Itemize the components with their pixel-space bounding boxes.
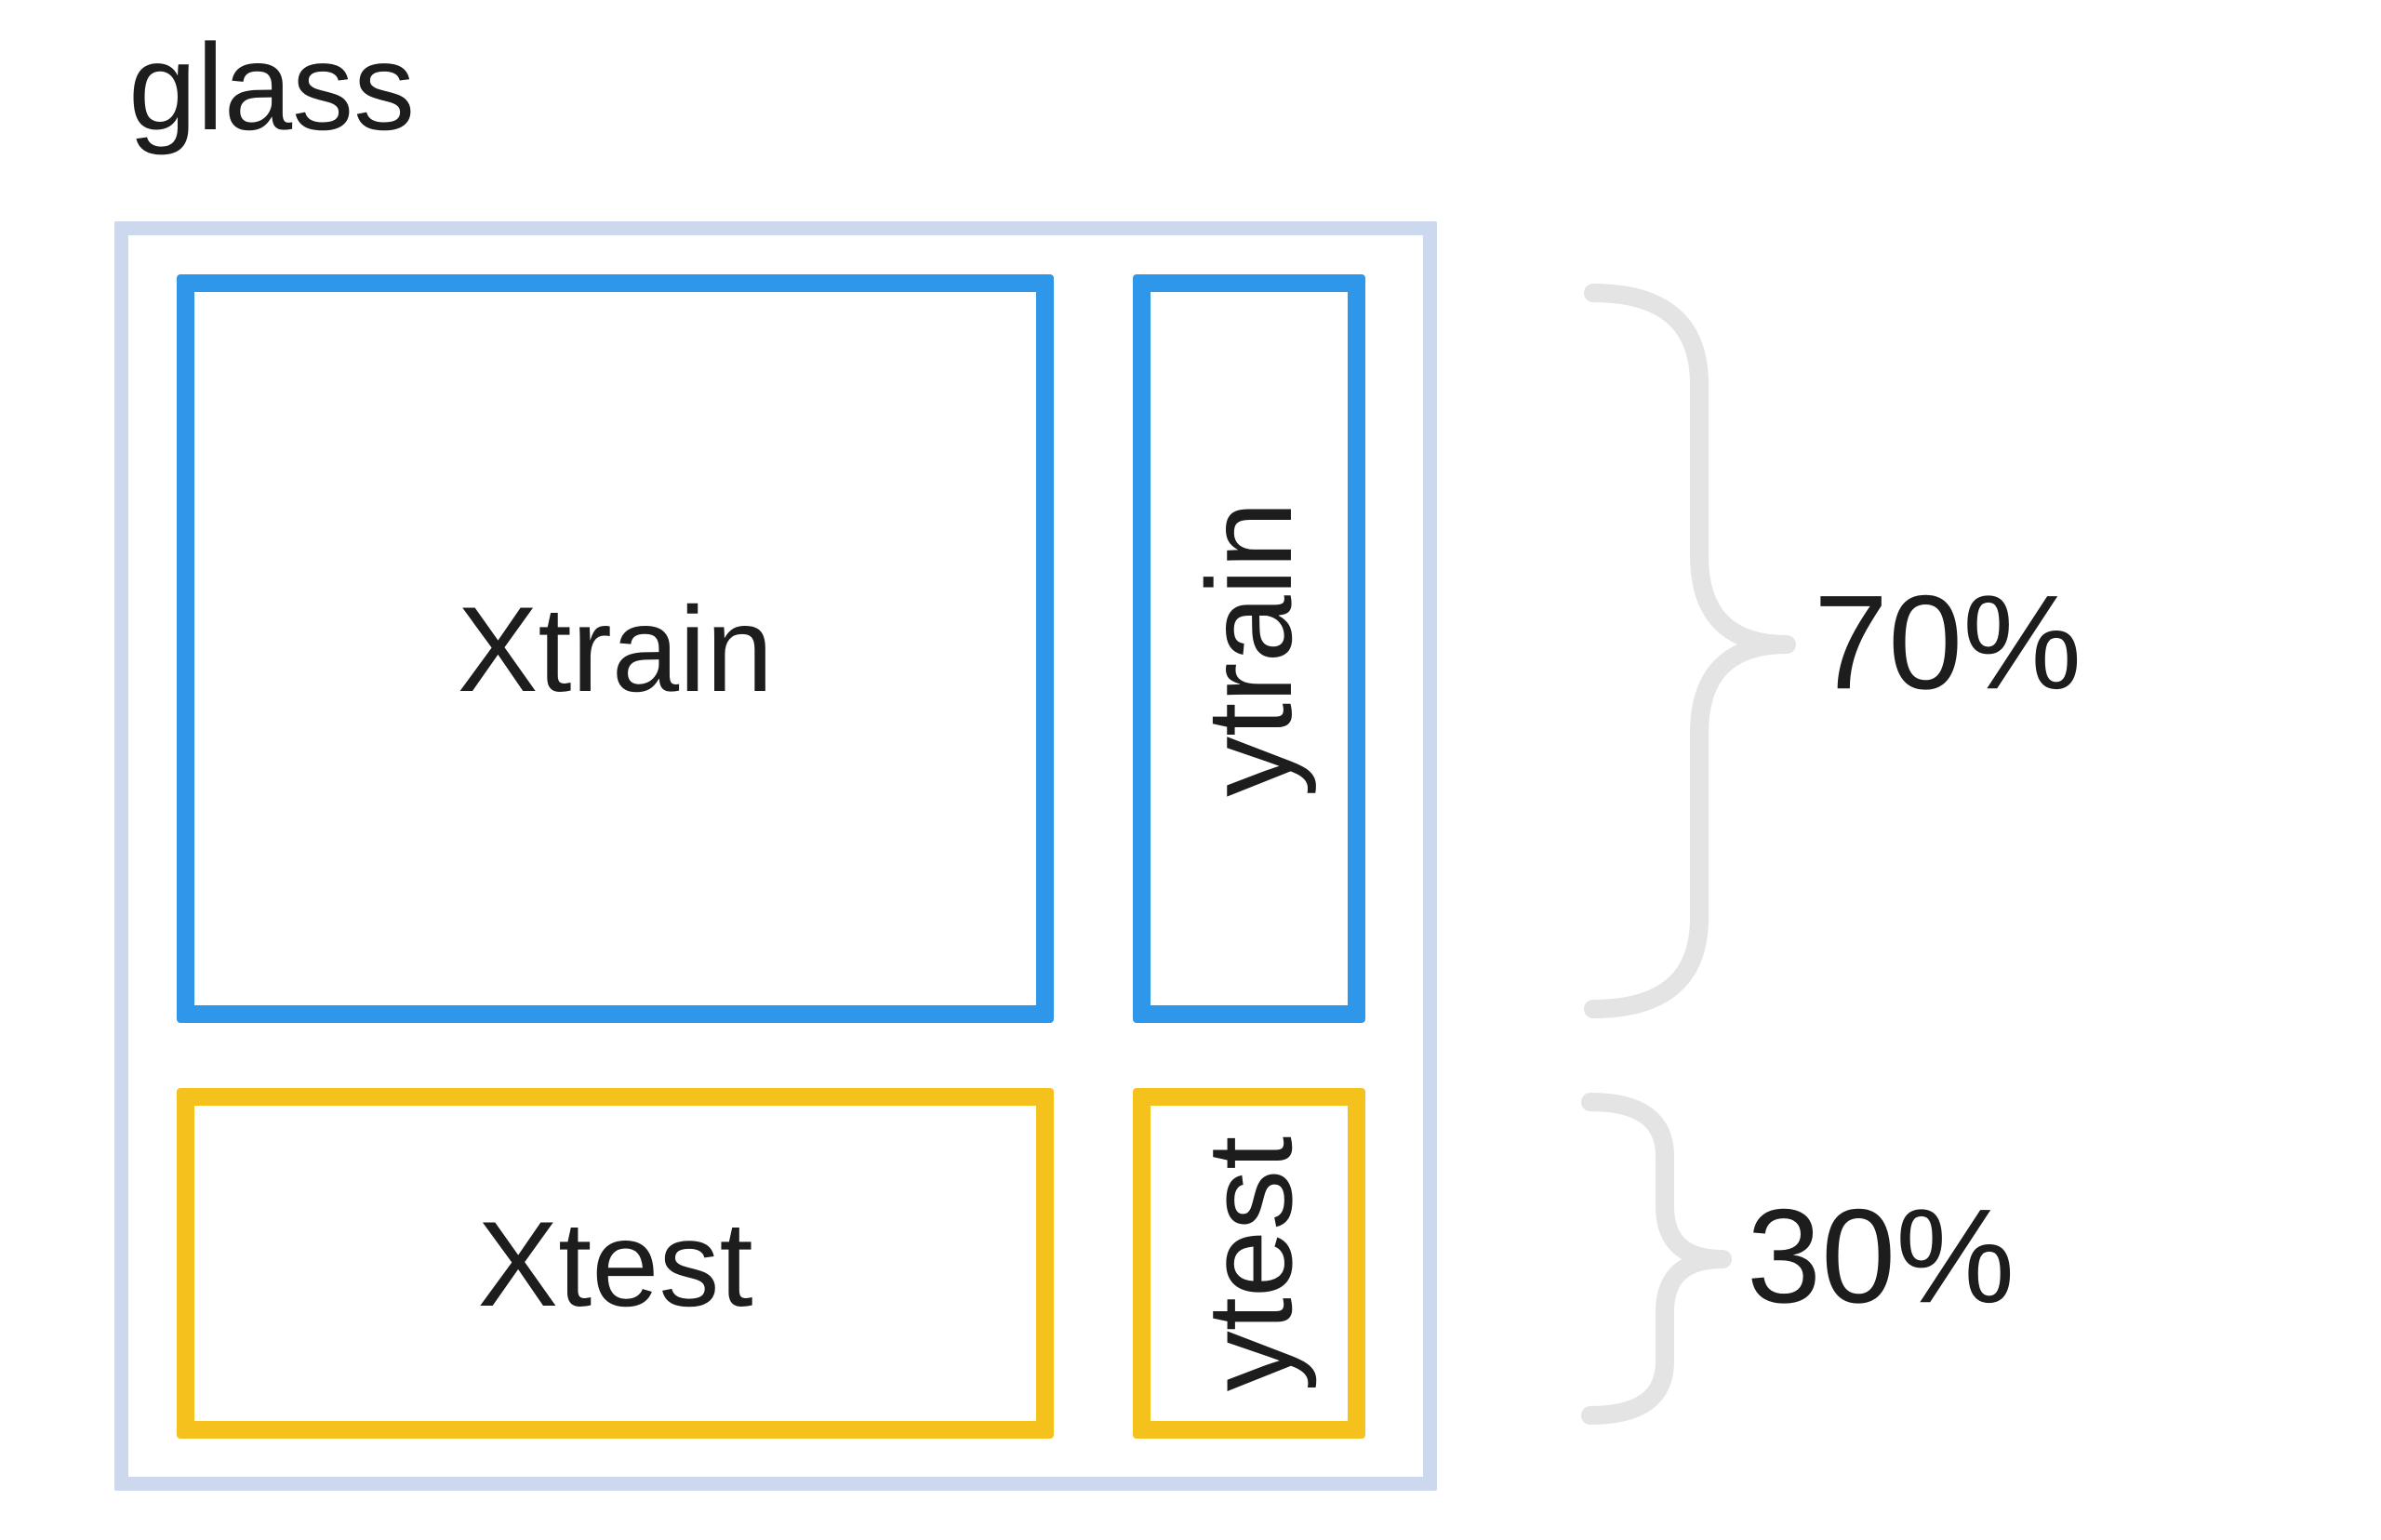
xtest-label: Xtest	[477, 1195, 753, 1332]
xtrain-box: Xtrain	[177, 274, 1054, 1023]
brace-70-icon	[1584, 284, 1796, 1018]
dataset-title: glass	[128, 19, 416, 155]
ytest-label: ytest	[1181, 1135, 1318, 1391]
ytrain-label: ytrain	[1181, 500, 1318, 797]
test-percentage-label: 30%	[1747, 1181, 2015, 1332]
ytrain-box: ytrain	[1133, 274, 1365, 1023]
ytest-box: ytest	[1133, 1088, 1365, 1439]
xtrain-label: Xtrain	[457, 580, 774, 717]
train-percentage-label: 70%	[1814, 567, 2082, 718]
xtest-box: Xtest	[177, 1088, 1054, 1439]
brace-30-icon	[1581, 1093, 1732, 1425]
